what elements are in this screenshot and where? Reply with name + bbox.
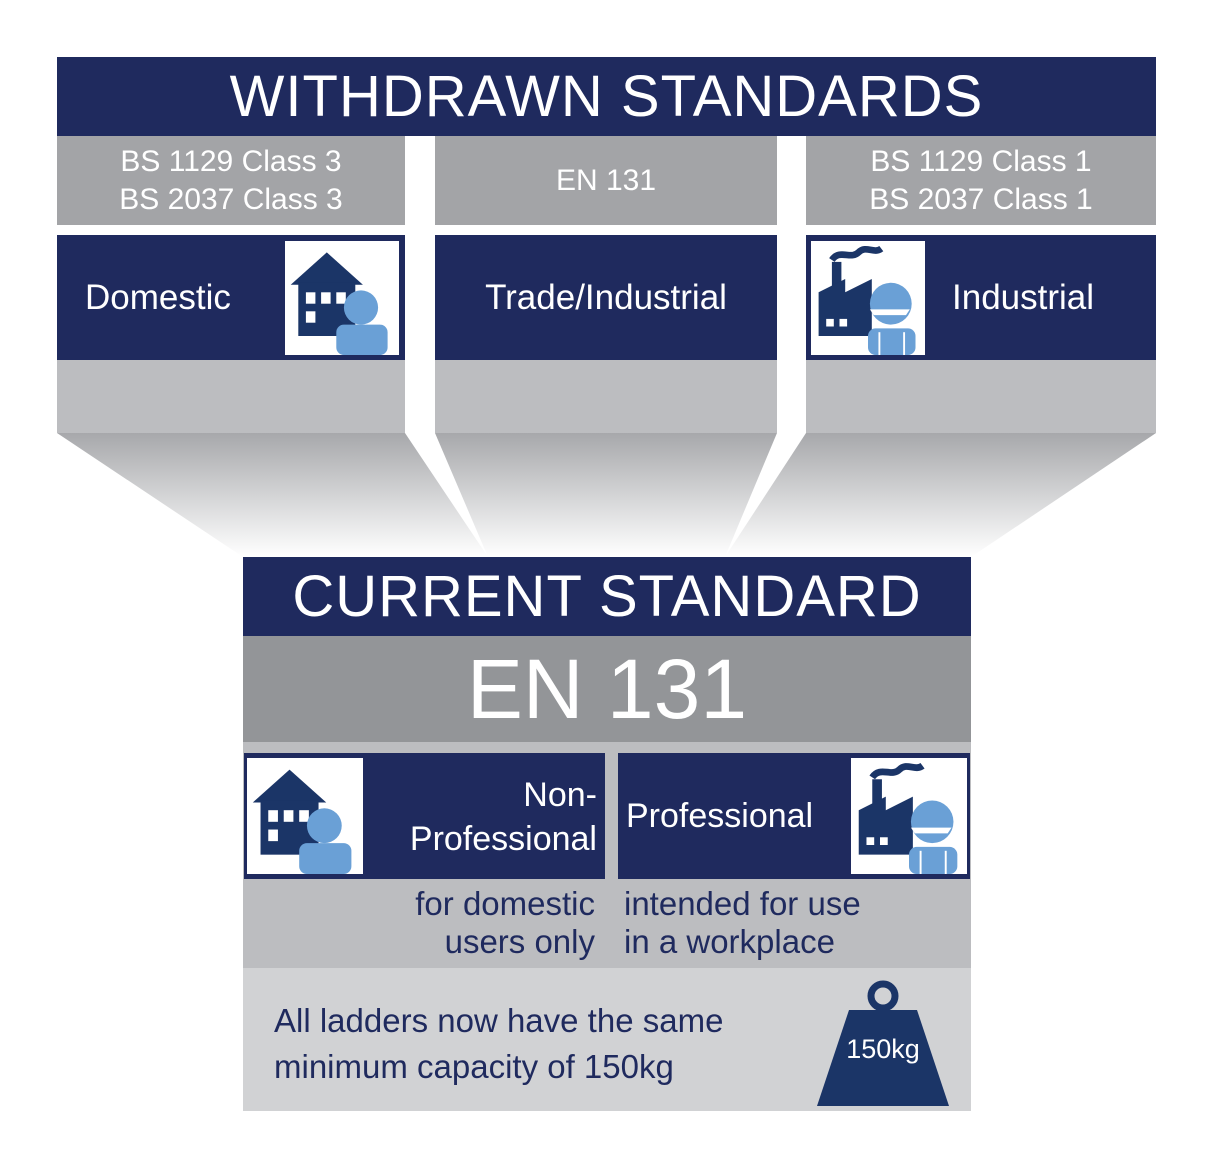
house-person-icon	[285, 241, 399, 355]
non-professional-description: for domestic users only	[415, 885, 595, 960]
withdrawn-standard-domestic: BS 1129 Class 3 BS 2037 Class 3	[57, 136, 405, 225]
current-standard-title: CURRENT STANDARD	[243, 557, 971, 636]
category-domestic: Domestic	[57, 235, 405, 360]
category-industrial-label: Industrial	[952, 278, 1095, 317]
category-domestic-label: Domestic	[85, 278, 231, 317]
category-industrial: Industrial	[806, 235, 1156, 360]
capacity-text: All ladders now have the same minimum ca…	[274, 1002, 724, 1085]
weight-label: 150kg	[846, 1034, 920, 1064]
withdrawn-standards-title: WITHDRAWN STANDARDS	[57, 57, 1156, 136]
weight-shape	[817, 980, 949, 1106]
house-person-icon	[247, 758, 363, 874]
column-industrial-base	[806, 360, 1156, 433]
funnel-left	[57, 433, 488, 557]
category-non-professional-label: Non- Professional	[409, 776, 597, 858]
weight-icon: 150kg	[813, 978, 953, 1106]
category-professional-label: Professional	[626, 797, 814, 835]
category-professional: Professional	[618, 753, 970, 879]
category-trade-industrial: Trade/Industrial	[435, 235, 777, 360]
withdrawn-standard-industrial: BS 1129 Class 1 BS 2037 Class 1	[806, 136, 1156, 225]
professional-description: intended for use in a workplace	[624, 885, 861, 960]
withdrawn-standard-trade: EN 131	[435, 136, 777, 225]
current-standard-code: EN 131	[243, 636, 971, 742]
column-domestic-base	[57, 360, 405, 433]
category-non-professional: Non- Professional	[244, 753, 605, 879]
current-categories-panel: Non- Professional for domestic users onl…	[243, 742, 971, 968]
column-trade-base	[435, 360, 777, 433]
funnel-center	[435, 433, 777, 557]
factory-worker-icon	[851, 758, 967, 874]
funnel-right	[725, 433, 1156, 557]
capacity-panel: All ladders now have the same minimum ca…	[243, 968, 971, 1111]
factory-worker-icon	[811, 241, 925, 355]
